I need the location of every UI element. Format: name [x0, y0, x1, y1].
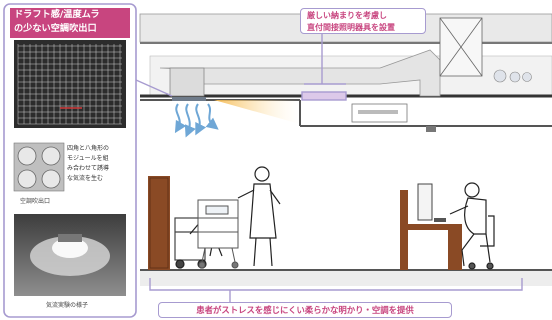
module-note: 四角と八角形の モジュールを組 み合わせて誘導 な気流を生む	[67, 144, 133, 184]
indirect-lighting-fixture	[301, 91, 347, 101]
lighting-callout-line2: 直付間接照明器具を設置	[307, 23, 395, 32]
module-note-line1: 四角と八角形の	[67, 145, 110, 152]
air-duct	[159, 17, 532, 97]
lighting-callout-line1: 厳しい納まりを考慮し	[307, 11, 387, 20]
diffuser-title-callout: ドラフト感/温度ムラ の少ない空調吹出口	[10, 8, 130, 38]
diffuser-title-line1: ドラフト感/温度ムラ	[14, 9, 100, 20]
diffuser-title-line2: の少ない空調吹出口	[14, 23, 97, 34]
bottom-callout-text: 患者がストレスを感じにくい柔らかな明かり・空調を提供	[196, 305, 414, 315]
staff-figure	[237, 166, 281, 267]
ceiling-line	[140, 99, 552, 132]
module-photo	[13, 142, 65, 192]
module-note-line3: み合わせて誘導	[67, 165, 110, 172]
medical-trolley	[197, 199, 239, 269]
air-diffuser	[172, 97, 206, 101]
desk	[400, 183, 462, 270]
airflow-experiment-photo	[14, 214, 126, 296]
experiment-caption: 気流実験の様子	[46, 302, 89, 309]
diffuser-grille-photo	[14, 40, 126, 128]
seated-worker-figure	[449, 182, 495, 270]
lighting-callout: 厳しい納まりを考慮し 直付間接照明器具を設置	[300, 8, 426, 34]
airflow-arrows	[174, 103, 219, 138]
indirect-light-glow	[214, 100, 300, 124]
cabinet	[148, 176, 170, 270]
floor	[140, 269, 552, 286]
module-note-line2: モジュールを組	[67, 155, 109, 162]
bottom-callout: 患者がストレスを感じにくい柔らかな明かり・空調を提供	[158, 302, 452, 318]
outlet-caption: 空調吹出口	[20, 198, 51, 205]
callout-leader-lines	[135, 28, 523, 302]
module-note-line4: な気流を生む	[67, 175, 104, 182]
